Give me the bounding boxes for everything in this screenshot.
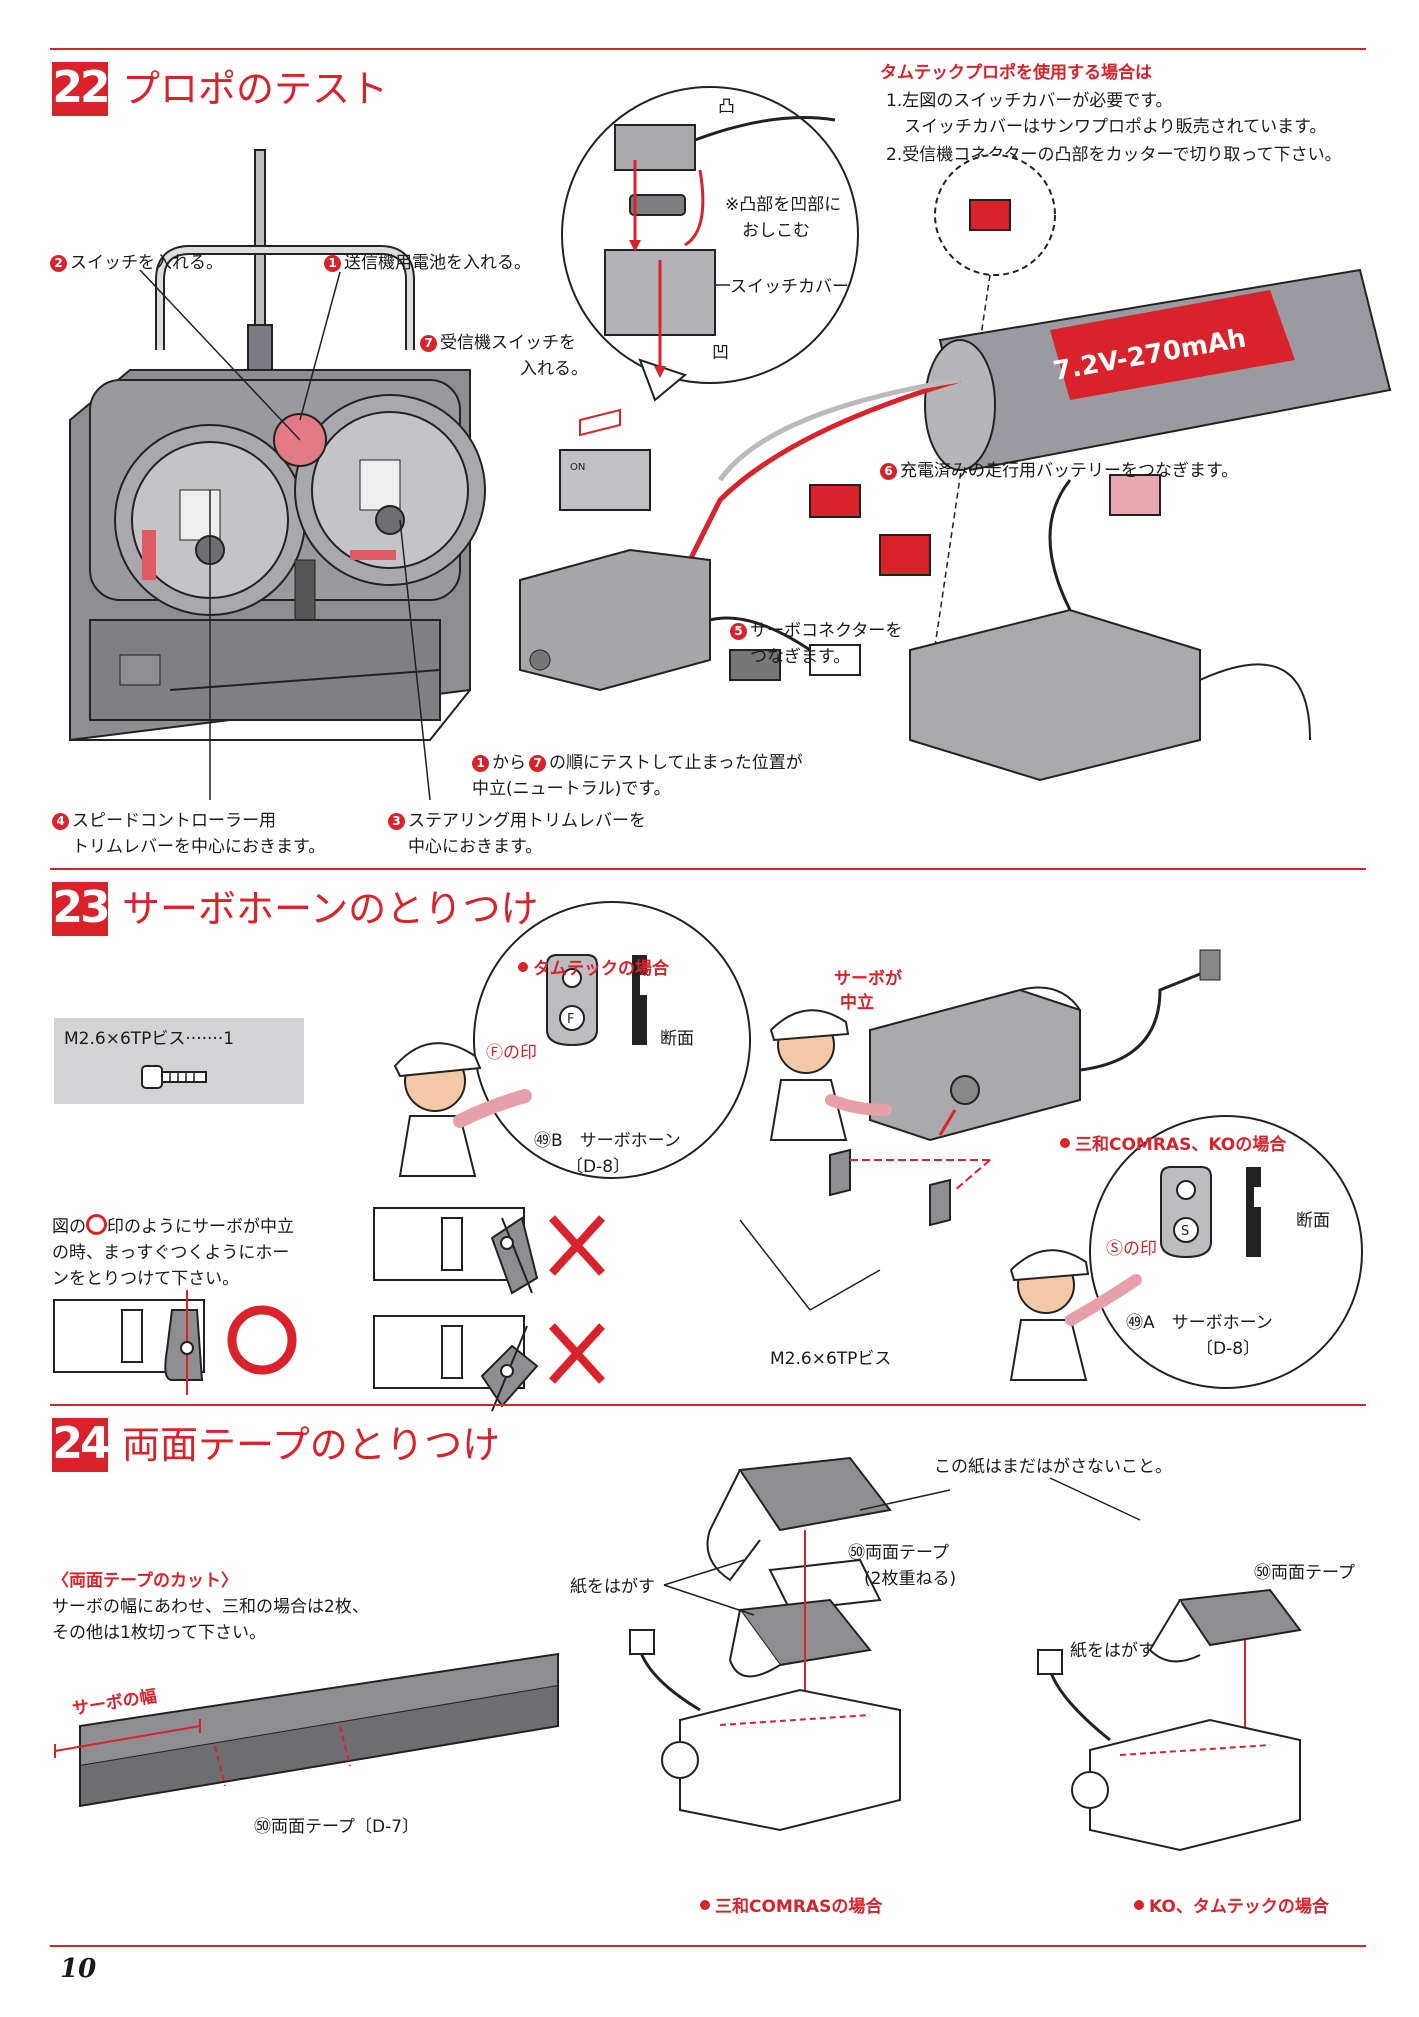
tamtech-note-1a: 1.左図のスイッチカバーが必要です。	[886, 91, 1173, 111]
step5-label-b: つなぎます。	[750, 647, 851, 667]
push-note-1: ※凸部を凹部に	[725, 195, 842, 215]
convex-label: 凸	[718, 97, 735, 117]
horn-correct-example	[53, 1290, 297, 1395]
horn-instr-3: ンをとりつけて下さい。	[52, 1269, 240, 1289]
step3-label-b: 中心におきます。	[408, 837, 543, 857]
leader-lines-22	[139, 269, 431, 801]
horn-b-ref: 〔D-8〕	[566, 1157, 631, 1177]
section-24-title: 両面テープのとりつけ	[122, 1423, 501, 1467]
horn-a-label: ㊾A サーボホーン	[1126, 1313, 1273, 1333]
transmitter-illustration	[69, 149, 486, 742]
tamtech-note-1b: スイッチカバーはサンワプロポより販売されています。	[904, 117, 1327, 137]
horn-b-label: ㊾B サーボホーン	[534, 1131, 681, 1151]
kid-pointing-figure-2	[769, 1009, 892, 1141]
peel-off-label-2: 紙をはがす	[1070, 1641, 1155, 1661]
sanwa-case-label: 三和COMRAS、KOの場合	[1060, 1132, 1286, 1158]
tamtech-case-circle: F	[473, 901, 751, 1179]
tape-3-label: ㊿両面テープ	[1254, 1563, 1355, 1583]
horn-instr-2: の時、まっすぐつくようにホー	[52, 1243, 290, 1263]
screw-label-bottom: M2.6×6TPビス	[770, 1349, 892, 1369]
servo-neutral-1: サーボが	[834, 969, 902, 989]
section-23-title: サーボホーンのとりつけ	[122, 887, 539, 931]
screw-icon	[141, 1065, 207, 1089]
neutral-label-b: 中立(ニュートラル)です。	[472, 779, 671, 799]
push-note-2: おしこむ	[742, 221, 810, 241]
concave-label: 凹	[712, 343, 729, 363]
horn-a-ref: 〔D-8〕	[1196, 1339, 1261, 1359]
section-22-number: 22	[52, 62, 111, 116]
step4-label-b: トリムレバーを中心におきます。	[72, 837, 326, 857]
ko-tape-illustration	[1037, 1588, 1302, 1852]
dont-peel-leader	[859, 1477, 1141, 1521]
step7-label-b: 入れる。	[520, 359, 588, 379]
peel-off-label: 紙をはがす	[570, 1577, 655, 1597]
section-23-number: 23	[52, 882, 111, 936]
ko-tamtech-label: KO、タムテックの場合	[1134, 1894, 1329, 1920]
section-24-number: 24	[52, 1418, 111, 1472]
part-name: M2.6×6TPビス·······1	[64, 1029, 235, 1049]
peel-off-leader	[663, 1559, 755, 1616]
section-22-top-rule	[50, 48, 1366, 50]
tape-2-label: ㊿両面テープ	[848, 1543, 949, 1563]
cut-title: 〈両面テープのカット〉	[52, 1571, 238, 1591]
page-number: 10	[60, 1954, 97, 1984]
horn-wrong-example-1	[373, 1207, 605, 1295]
kid-pointing-figure-1	[393, 1042, 532, 1177]
switch-cover-detail	[561, 86, 859, 402]
sanwa-comras-label: 三和COMRASの場合	[700, 1894, 882, 1920]
tape-2b-label: (2枚重ねる)	[864, 1569, 957, 1589]
switch-cover-label: スイッチカバー	[730, 277, 849, 297]
sanwa-case-circle: S	[1089, 1115, 1363, 1389]
part-box-screw	[54, 1018, 304, 1104]
tape-cut-illustration	[54, 1652, 559, 1808]
f-mark-label: Ⓕの印	[486, 1043, 537, 1063]
section-view-label: 断面	[660, 1029, 694, 1049]
tamtech-note-title: タムテックプロポを使用する場合は	[880, 63, 1152, 83]
horn-wrong-example-2	[373, 1315, 605, 1412]
sanwa-tape-stack	[629, 1456, 901, 1832]
kid-pointing-figure-3	[1009, 1249, 1142, 1381]
footer-rule	[50, 1945, 1366, 1947]
section-22-title: プロポのテスト	[122, 67, 389, 111]
s-mark-label: Ⓢの印	[1106, 1239, 1157, 1259]
tape-ref-label: ㊿両面テープ〔D-7〕	[254, 1817, 420, 1837]
section-view-label-2: 断面	[1296, 1211, 1330, 1231]
tamtech-case-label: タムテックの場合	[518, 956, 669, 982]
switch-on: ON	[570, 462, 585, 473]
receiver-setup-illustration: 7.2V-270mAh ON	[519, 154, 1392, 782]
servo-neutral-2: 中立	[840, 993, 874, 1013]
f-letter: F	[567, 1012, 574, 1027]
s-letter: S	[1181, 1224, 1189, 1239]
cut-line-2: その他は1枚切って下さい。	[52, 1623, 266, 1643]
section-23-top-rule	[50, 868, 1366, 870]
servo-horn-illustration	[739, 949, 1221, 1311]
cut-line-1: サーボの幅にあわせ、三和の場合は2枚、	[52, 1597, 369, 1617]
dont-peel-label: この紙はまだはがさないこと。	[934, 1457, 1172, 1477]
section-24-top-rule	[50, 1404, 1366, 1406]
horn-instr-1: 図の印のようにサーボが中立	[52, 1214, 294, 1240]
